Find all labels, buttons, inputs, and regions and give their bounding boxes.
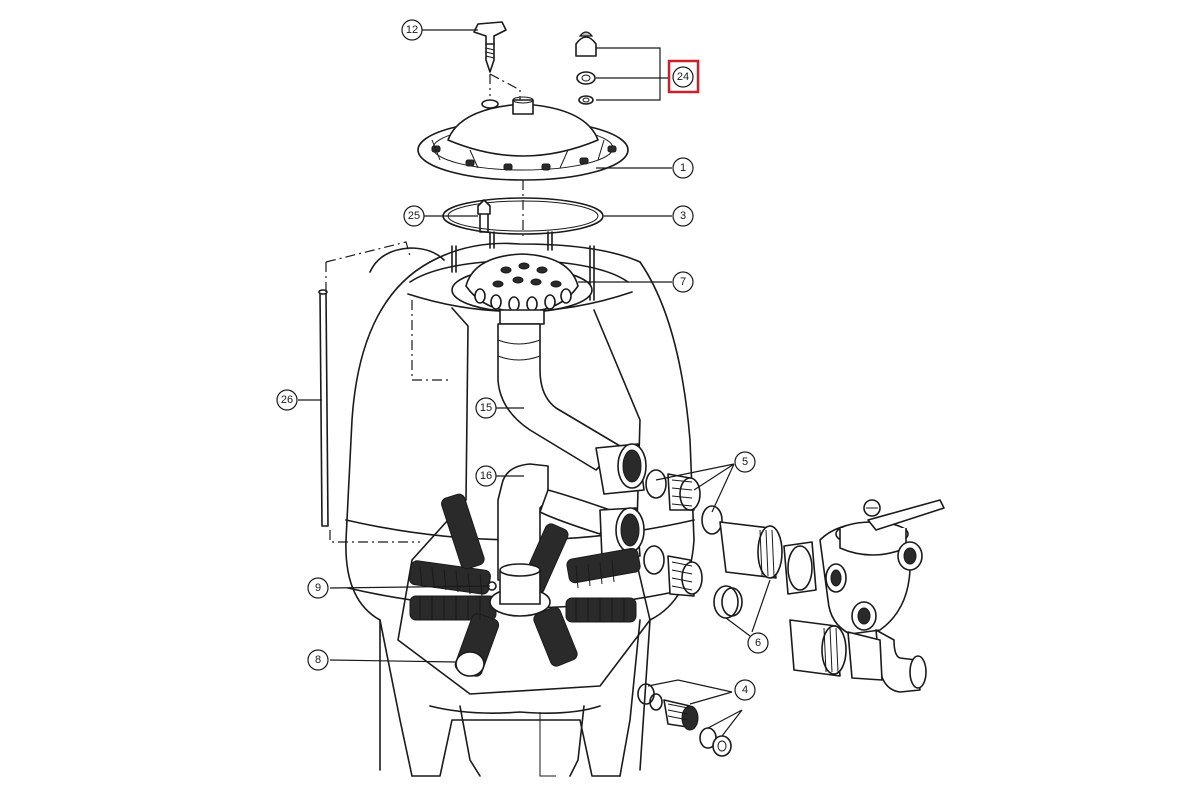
callout-25-label: 25 — [408, 210, 420, 222]
callout-25: 25 — [403, 205, 425, 227]
callout-4: 4 — [734, 679, 756, 701]
callout-5: 5 — [734, 451, 756, 473]
callout-4-label: 4 — [742, 684, 748, 696]
callout-5-label: 5 — [742, 456, 748, 468]
callout-16: 16 — [475, 465, 497, 487]
callout-1: 1 — [672, 157, 694, 179]
callout-7-label: 7 — [680, 276, 686, 288]
callout-16-label: 16 — [480, 470, 492, 482]
sight-tube-part — [318, 241, 452, 543]
callout-26-label: 26 — [281, 394, 293, 406]
callout-8: 8 — [307, 649, 329, 671]
callout-9: 9 — [307, 577, 329, 599]
leader-lines — [298, 29, 771, 737]
union-fittings-part — [643, 469, 743, 617]
callout-6-label: 6 — [755, 637, 761, 649]
callout-7: 7 — [672, 271, 694, 293]
callout-24-label: 24 — [677, 71, 689, 83]
callout-8-label: 8 — [315, 654, 321, 666]
callout-12: 12 — [401, 19, 423, 41]
cap-nut-washer-part — [575, 31, 597, 105]
callout-1-label: 1 — [680, 162, 686, 174]
callout-3-label: 3 — [680, 210, 686, 222]
callout-15: 15 — [475, 397, 497, 419]
callout-9-label: 9 — [315, 582, 321, 594]
callout-12-label: 12 — [406, 24, 418, 36]
callout-3: 3 — [672, 205, 694, 227]
tank-studs — [451, 231, 595, 301]
upper-collector-pipe-part — [497, 323, 647, 495]
drain-assembly-part — [637, 683, 732, 757]
filter-lid-part — [417, 96, 629, 181]
callout-6: 6 — [747, 632, 769, 654]
filter-tank-body — [345, 242, 695, 777]
air-bleed-part — [477, 199, 491, 233]
callout-15-label: 15 — [480, 402, 492, 414]
multiport-valve-part — [713, 499, 945, 693]
callout-24: 24 — [667, 59, 700, 94]
callout-26: 26 — [276, 389, 298, 411]
top-screw-part — [473, 21, 521, 106]
callout-24-highlight — [667, 59, 700, 94]
top-diffuser-part — [451, 253, 593, 325]
